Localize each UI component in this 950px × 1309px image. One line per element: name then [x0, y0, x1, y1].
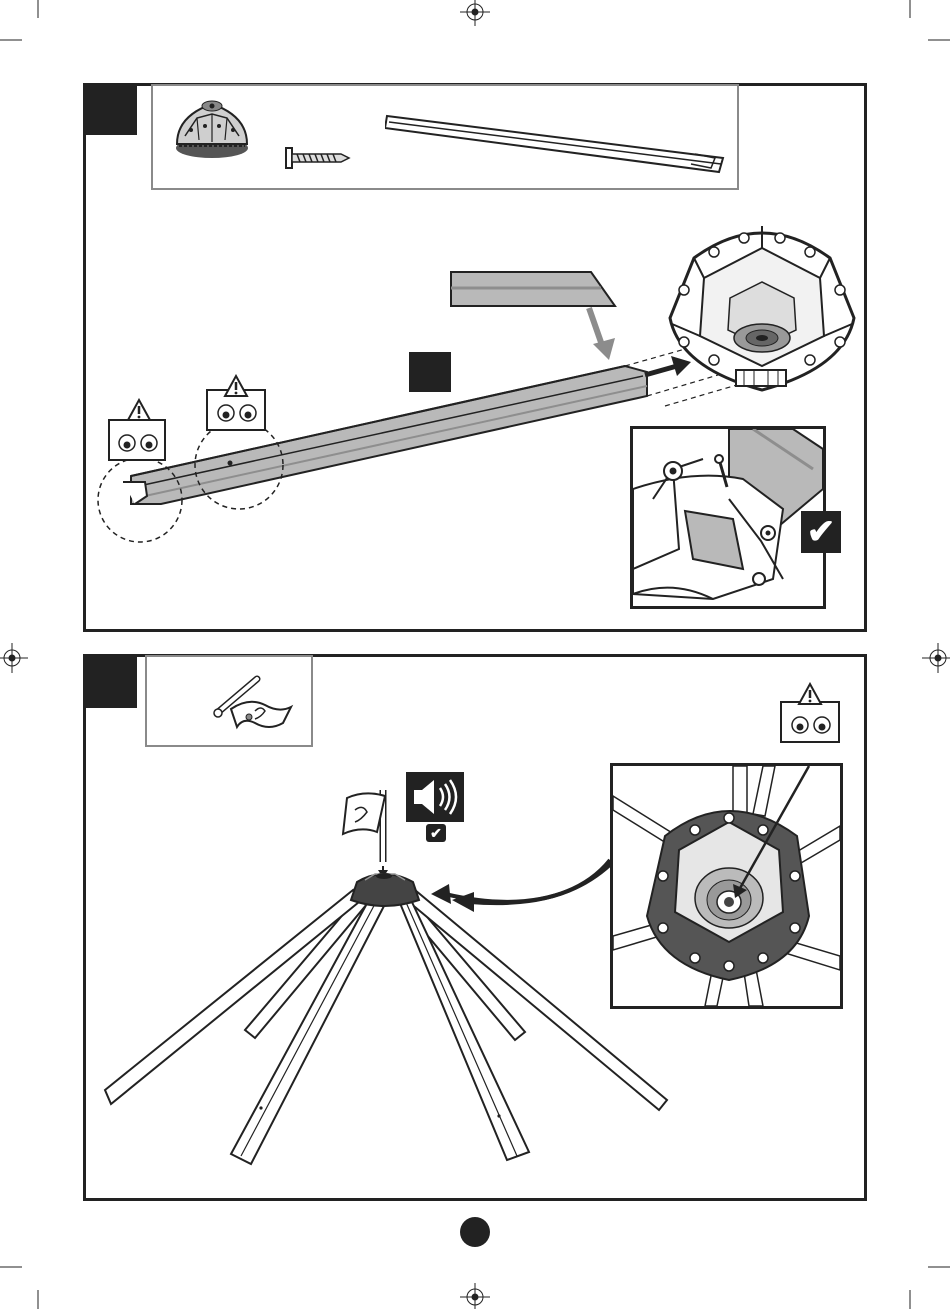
hub-part-icon [171, 96, 253, 162]
flag-pin-part-icon [209, 669, 295, 733]
step-2-frame-illustration [95, 770, 675, 1190]
registration-mark-top-icon [458, 0, 492, 28]
registration-mark-bottom-icon [458, 1283, 492, 1309]
detail-to-hub-arrow [440, 858, 612, 918]
check-icon: ✔ [807, 513, 836, 551]
step-2-sound-check-badge: ✔ [426, 824, 446, 842]
registration-mark-right-icon [920, 641, 950, 675]
page-number-dot [460, 1217, 490, 1247]
step-1-check-badge: ✔ [801, 511, 841, 553]
check-icon: ✔ [430, 825, 442, 841]
sound-icon-box [406, 772, 464, 822]
warning-icon-3 [780, 701, 840, 743]
warning-triangle-icon [223, 374, 249, 398]
registration-mark-left-icon [0, 641, 30, 675]
hub-large-illustration [664, 218, 860, 398]
step-1-number-tab [83, 83, 137, 135]
step-2-number-tab [83, 654, 137, 708]
step-1-parts-box [151, 84, 739, 190]
warning-triangle-icon [797, 682, 823, 706]
warning-triangle-icon [126, 398, 152, 422]
screw-part-icon [283, 146, 353, 170]
rail-part-icon [385, 114, 725, 176]
speaker-icon [406, 772, 464, 822]
warning-icon-1 [108, 419, 166, 461]
step-2-parts-box [145, 655, 313, 747]
step-1-detail-box [630, 426, 826, 609]
step-2-detail-box [610, 763, 843, 1009]
